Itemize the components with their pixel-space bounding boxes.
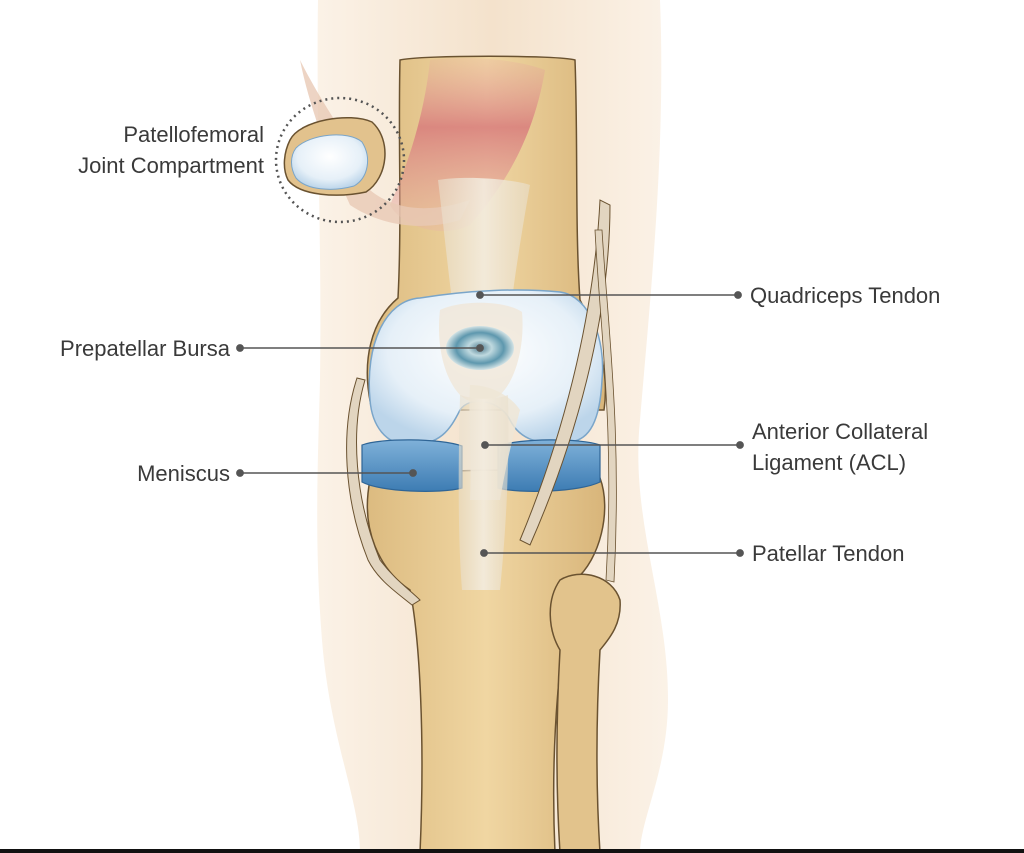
- label-prepatellar-text: Prepatellar Bursa: [60, 336, 230, 361]
- patellar-tendon-shape: [458, 395, 509, 590]
- dot-quadriceps-end: [734, 291, 742, 299]
- dot-acl-end: [736, 441, 744, 449]
- dot-patellar-start: [480, 549, 488, 557]
- dot-quadriceps-start: [476, 291, 484, 299]
- label-acl-line2: Ligament (ACL): [752, 450, 907, 475]
- label-patellofemoral-line1: Patellofemoral: [123, 122, 264, 147]
- label-acl: Anterior Collateral Ligament (ACL): [752, 416, 928, 478]
- dot-prepatellar-end: [476, 344, 484, 352]
- patellofemoral-highlight-circle: [274, 96, 406, 224]
- quadriceps-muscle: [390, 58, 545, 232]
- patella-inset-cartilage: [291, 134, 369, 190]
- label-acl-line1: Anterior Collateral: [752, 419, 929, 444]
- dot-acl-start: [481, 441, 489, 449]
- label-patellofemoral: Patellofemoral Joint Compartment: [0, 119, 264, 181]
- dot-prepatellar-start: [236, 344, 244, 352]
- label-patellar-text: Patellar Tendon: [752, 541, 905, 566]
- dot-meniscus-start: [236, 469, 244, 477]
- quadriceps-tendon-shape: [438, 177, 530, 300]
- label-quadriceps-text: Quadriceps Tendon: [750, 283, 941, 308]
- label-patellar-tendon: Patellar Tendon: [752, 538, 905, 569]
- bottom-border: [0, 849, 1024, 853]
- label-meniscus-text: Meniscus: [137, 461, 230, 486]
- label-quadriceps-tendon: Quadriceps Tendon: [750, 280, 940, 311]
- leader-lines: [236, 291, 744, 557]
- meniscus-left: [361, 439, 463, 492]
- label-meniscus: Meniscus: [0, 458, 230, 489]
- medial-ligament: [346, 377, 421, 606]
- dot-patellar-end: [736, 549, 744, 557]
- label-prepatellar-bursa: Prepatellar Bursa: [0, 333, 230, 364]
- dot-meniscus-end: [409, 469, 417, 477]
- fibula: [549, 573, 621, 853]
- lateral-ligament-2: [594, 229, 617, 583]
- label-patellofemoral-line2: Joint Compartment: [78, 153, 264, 178]
